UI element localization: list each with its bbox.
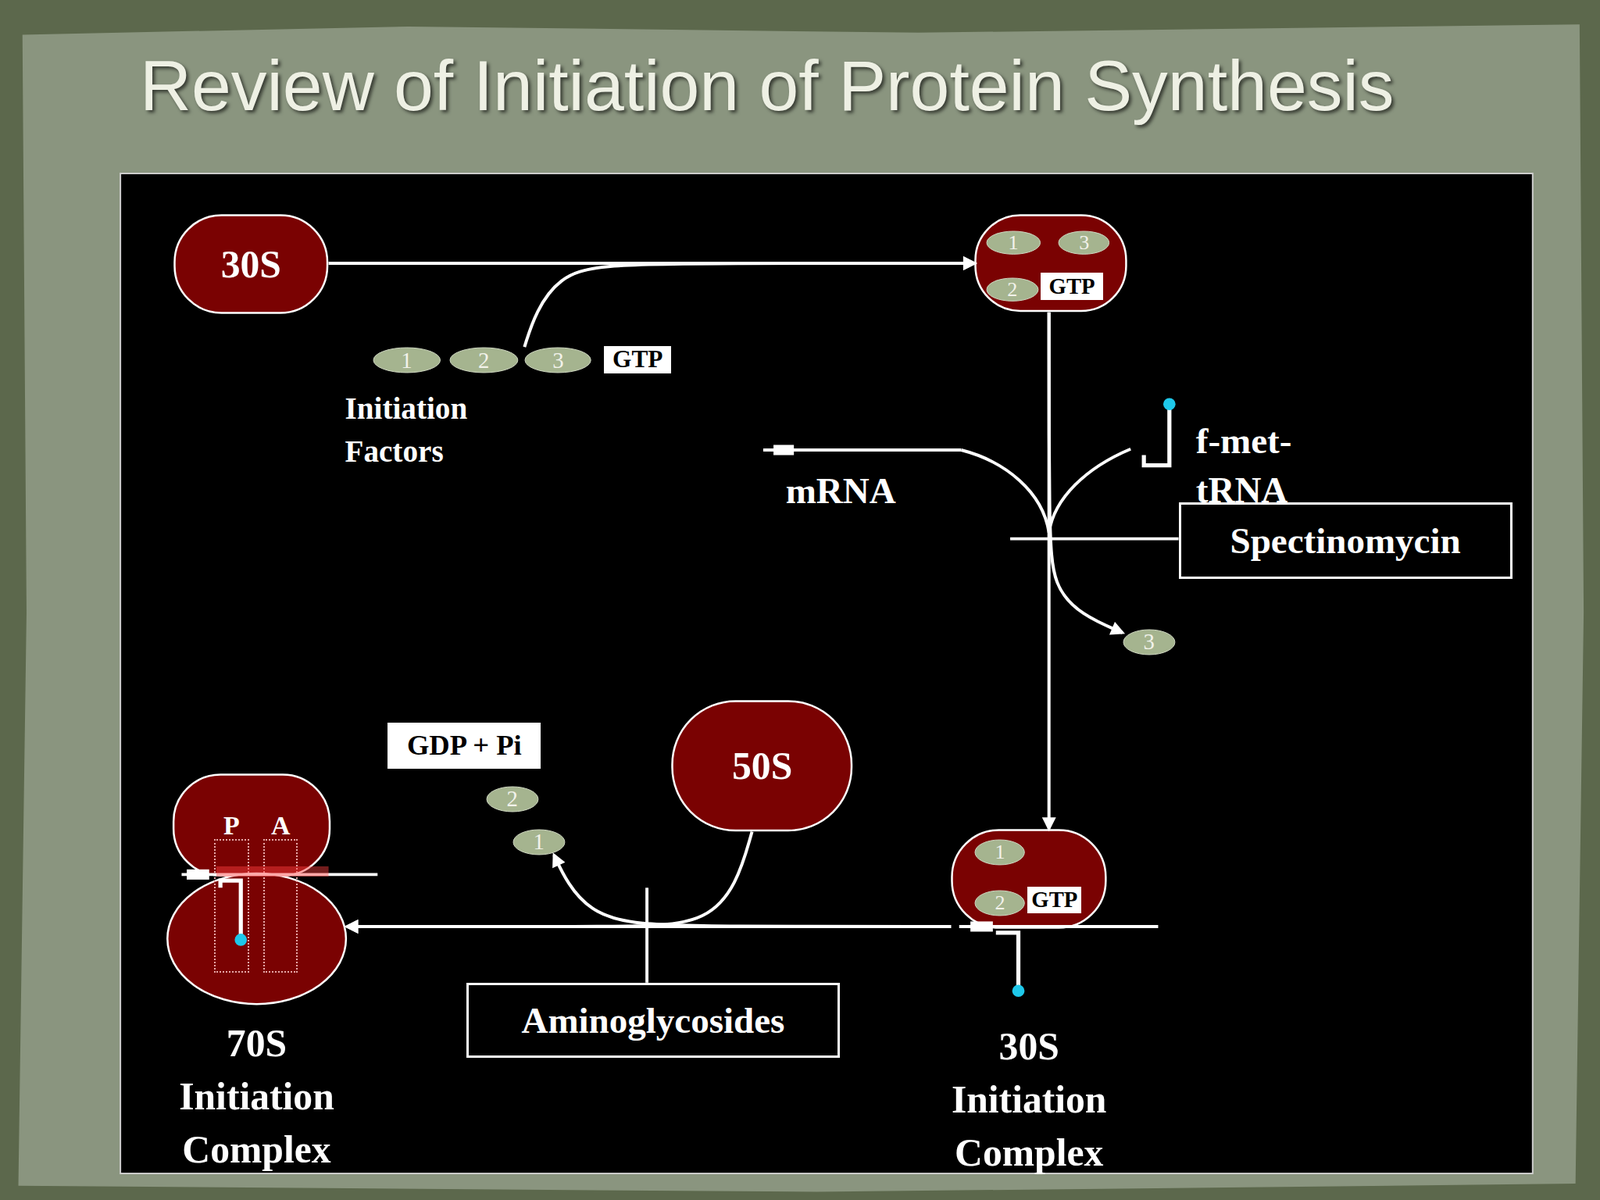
initiation-factor: 1 — [974, 839, 1025, 866]
flow-arrow — [524, 263, 975, 347]
node-label: 50S — [732, 743, 793, 789]
mrna-strand — [181, 872, 378, 876]
node-label: 1 — [1007, 231, 1018, 255]
methionine-dot — [1012, 984, 1025, 997]
mrna-cap — [186, 869, 210, 880]
diagram-label: Initiation Factors — [344, 387, 498, 474]
slide-title: Review of Initiation of Protein Synthesi… — [139, 44, 1395, 127]
mrna-highlight — [216, 866, 329, 877]
node-label: Aminoglycosides — [521, 999, 785, 1042]
factor-body — [986, 278, 1039, 301]
initiation-factor: 2 — [974, 889, 1025, 917]
initiation-factor: 1 — [985, 230, 1042, 255]
node-label: 30S — [221, 242, 282, 287]
flow-arrow — [346, 831, 753, 926]
subunit-outline — [166, 773, 347, 1005]
trna-hook — [220, 880, 241, 937]
slide-panel — [18, 24, 1585, 1192]
inhibition-bar — [645, 887, 649, 983]
ribosome-site: P — [214, 839, 249, 973]
flow-arrow — [553, 855, 951, 927]
node-label: P — [223, 812, 240, 840]
node-label: 3 — [552, 347, 564, 374]
factor-body — [975, 890, 1025, 916]
flow-arrow — [346, 925, 951, 929]
subunit-body — [952, 829, 1107, 928]
node-label: 3 — [1078, 231, 1090, 255]
mrna-cap — [773, 444, 794, 455]
node-label: 2 — [1007, 278, 1018, 302]
subunit-outline — [950, 828, 1108, 929]
trna-hook — [1143, 406, 1170, 466]
node-label: 2 — [994, 891, 1005, 915]
gdp-box: GDP + Pi — [387, 722, 541, 769]
initiation-factor: 1 — [372, 346, 442, 374]
flow-arrow — [328, 261, 975, 265]
factor-body — [450, 347, 518, 373]
small-subunit-lobe — [167, 873, 347, 1004]
gtp-box: GTP — [1027, 886, 1082, 914]
factor-body — [1123, 629, 1175, 655]
inhibition-bar — [1010, 537, 1179, 541]
initiation-factor: 1 — [512, 828, 566, 856]
antibiotic-box: Spectinomycin — [1178, 502, 1513, 579]
ribosome-subunit: 30S — [173, 214, 329, 315]
initiation-factor: 3 — [1057, 230, 1111, 255]
node-label: GTP — [1049, 273, 1096, 300]
diagram-label: mRNA — [785, 467, 940, 515]
node-label: GTP — [1031, 886, 1078, 913]
factor-body — [975, 839, 1025, 865]
initiation-factor: 3 — [1122, 628, 1176, 656]
node-label: 2 — [478, 347, 490, 374]
methionine-dot — [1163, 397, 1176, 411]
node-label: GTP — [612, 345, 663, 374]
initiation-factor: 3 — [524, 346, 592, 374]
factor-body — [513, 829, 565, 855]
factor-body — [1058, 231, 1110, 254]
mrna-merge-line — [960, 450, 1049, 533]
methionine-dot — [234, 933, 247, 947]
factor-body — [486, 786, 539, 812]
gtp-box: GTP — [603, 346, 672, 374]
trna-merge-line — [1049, 449, 1131, 533]
ribosome-complex: 70S Initiation ComplexPA — [166, 773, 347, 1005]
node-label: 1 — [994, 840, 1005, 865]
initiation-factor: 2 — [449, 346, 519, 374]
diagram-label: f-met-tRNA — [1196, 416, 1340, 515]
mrna-strand — [763, 448, 961, 452]
gtp-box: GTP — [1040, 272, 1104, 300]
node-label: 2 — [506, 785, 518, 812]
flow-arrow — [1047, 312, 1051, 829]
subunit-body — [672, 701, 852, 831]
factor-body — [986, 231, 1041, 254]
diagram-panel — [120, 173, 1533, 1174]
node-label: 30S Initiation Complex — [927, 1020, 1132, 1180]
node-label: 1 — [532, 828, 544, 855]
ribosome-subunit: 50S — [671, 700, 853, 832]
initiation-complex: 1 3 2 GTP — [974, 214, 1128, 312]
initiation-factor: 2 — [485, 785, 540, 813]
node-label: 70S Initiation Complex — [154, 1017, 359, 1177]
node-label: A — [271, 812, 291, 840]
node-label: GDP + Pi — [407, 728, 522, 762]
mrna-strand — [959, 925, 1159, 929]
mrna-cap — [970, 921, 993, 932]
large-subunit-lobe — [173, 775, 330, 876]
initiation-complex: 30S Initiation Complex12GTP — [950, 828, 1108, 929]
subunit-body — [975, 215, 1127, 311]
flow-arrow — [1049, 312, 1123, 633]
factor-body — [373, 347, 441, 373]
node-label: Spectinomycin — [1230, 519, 1461, 562]
factor-body — [525, 347, 591, 373]
ribosome-site: A — [263, 839, 298, 973]
antibiotic-box: Aminoglycosides — [466, 982, 840, 1059]
initiation-factor: 2 — [985, 277, 1040, 302]
trna-hook — [996, 932, 1019, 986]
node-label: 3 — [1143, 628, 1155, 655]
node-label: 1 — [400, 347, 412, 374]
subunit-body — [175, 215, 329, 314]
